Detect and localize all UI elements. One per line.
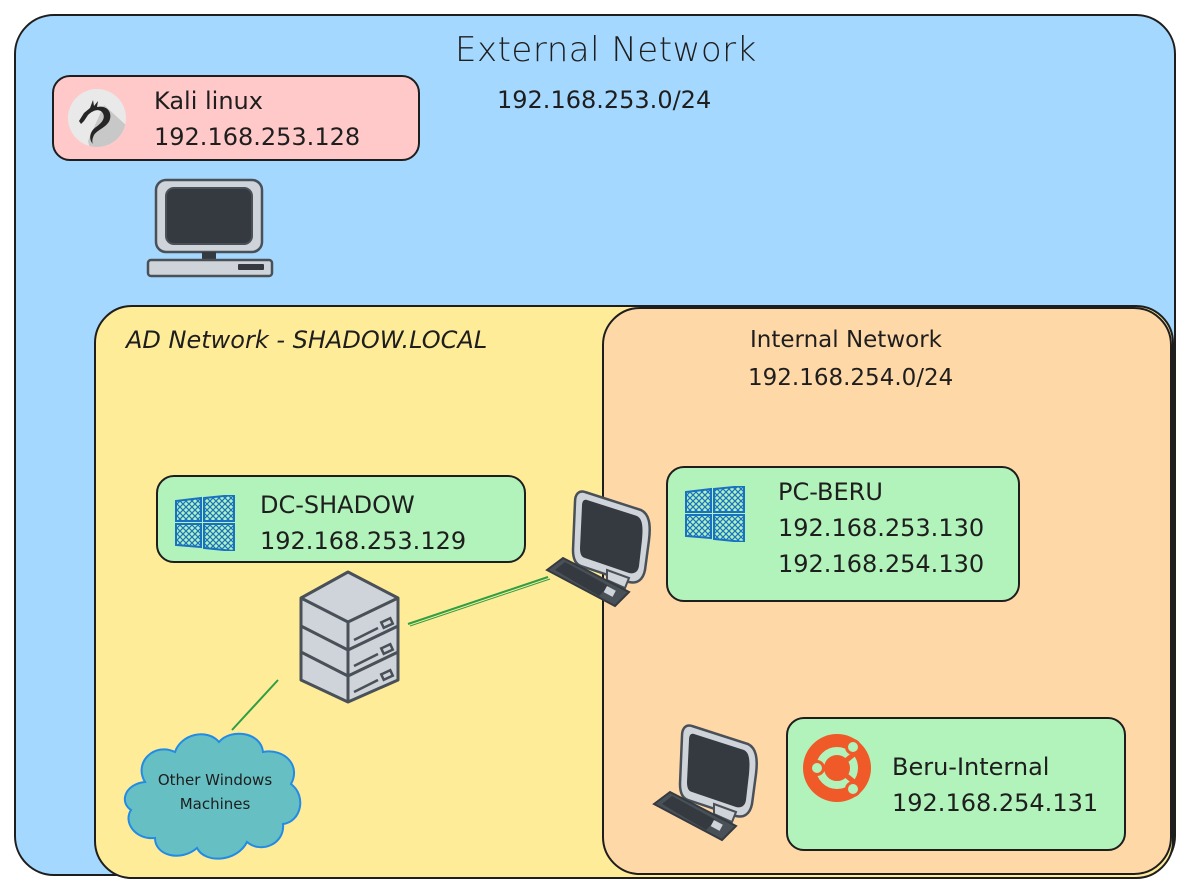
dc-hostname: DC-SHADOW [260,491,415,519]
pc-hostname: PC-BERU [778,478,883,506]
other-windows-machines-label: Other Windows Machines [130,768,300,816]
workstation-icon [545,490,651,608]
desktop-computer-icon [146,178,274,278]
windows-icon [685,486,745,542]
cloud-icon [123,732,302,860]
kali-hostname: Kali linux [154,87,263,115]
ubuntu-icon [803,734,871,802]
windows-icon [175,495,235,551]
external-network-subnet: 192.168.253.0/24 [497,86,712,114]
cloud-label-line1: Other Windows [157,771,273,789]
link-dc-to-pc [407,576,549,625]
server-stack-icon [299,570,400,704]
ad-network-title: AD Network - SHADOW.LOCAL [126,326,488,354]
ubuntu-ip: 192.168.254.131 [892,789,1099,817]
link-dc-to-cloud [231,679,279,731]
cloud-label-line2: Machines [179,795,251,813]
beru-internal-host-card[interactable]: Beru-Internal 192.168.254.131 [786,717,1126,851]
internal-network-subnet: 192.168.254.0/24 [748,365,954,391]
dc-shadow-host-card[interactable]: DC-SHADOW 192.168.253.129 [156,475,526,563]
link-dc-to-pc-sketch [409,578,551,627]
pc-ip-external: 192.168.253.130 [778,514,985,542]
kali-dragon-icon [68,89,126,147]
kali-host-card[interactable]: Kali linux 192.168.253.128 [52,75,420,161]
dc-ip: 192.168.253.129 [260,527,467,555]
workstation-icon [652,724,758,842]
internal-network-title: Internal Network [750,327,942,353]
kali-ip: 192.168.253.128 [154,123,361,151]
pc-ip-internal: 192.168.254.130 [778,550,985,578]
ubuntu-hostname: Beru-Internal [892,753,1050,781]
pc-beru-host-card[interactable]: PC-BERU 192.168.253.130 192.168.254.130 [666,466,1020,602]
external-network-title: External Network [455,30,757,70]
